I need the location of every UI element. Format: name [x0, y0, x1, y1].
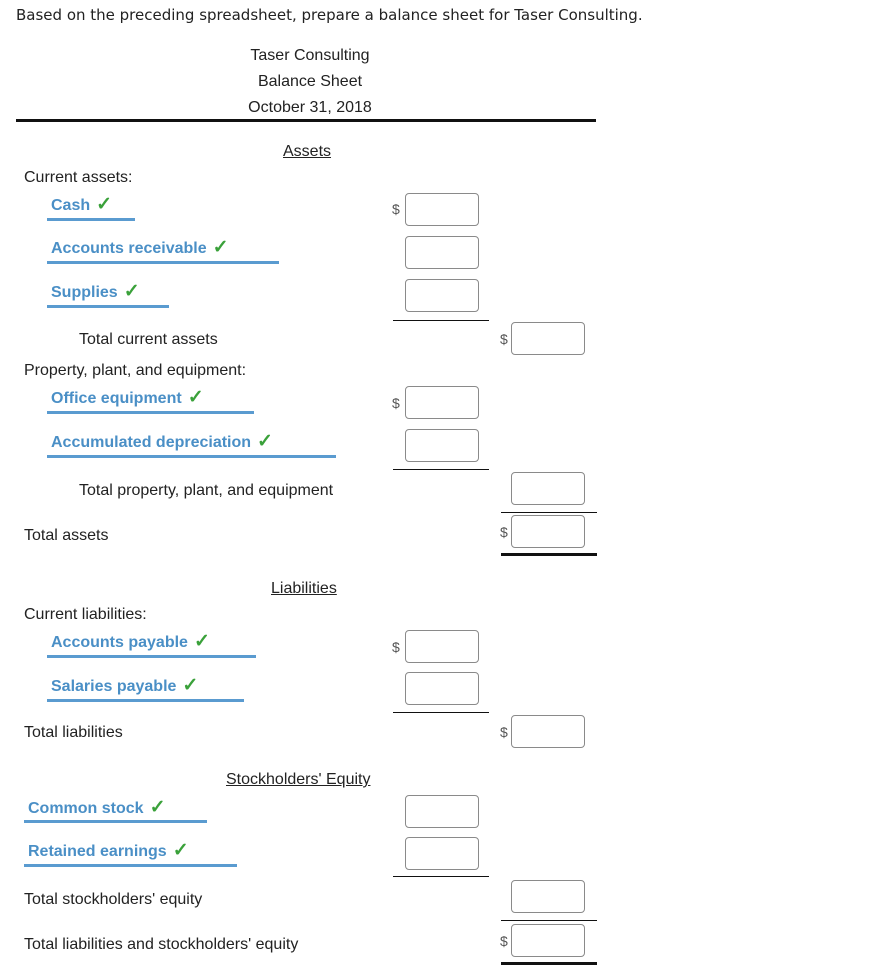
subtotal-line: [393, 712, 489, 713]
ppe-label: Property, plant, and equipment:: [24, 362, 247, 379]
account-common-stock[interactable]: Common stock✓: [28, 797, 166, 818]
common-stock-amount-input[interactable]: [405, 795, 479, 828]
check-icon: ✓: [187, 387, 204, 408]
retained-earnings-amount-input[interactable]: [405, 837, 479, 870]
account-underline: [47, 218, 135, 221]
accounts-payable-amount-input[interactable]: [405, 630, 479, 663]
dollar-sign: $: [500, 933, 508, 949]
account-underline: [24, 820, 207, 823]
subtotal-line: [393, 876, 489, 877]
account-underline: [47, 261, 279, 264]
total-liabilities-input[interactable]: [511, 715, 585, 748]
statement-date: October 31, 2018: [248, 99, 372, 116]
assets-heading: Assets: [283, 143, 332, 160]
dollar-sign: $: [500, 331, 508, 347]
total-assets-input[interactable]: [511, 515, 585, 548]
total-current-assets-input[interactable]: [511, 322, 585, 355]
account-accounts-receivable[interactable]: Accounts receivable✓: [51, 237, 229, 258]
account-accounts-payable[interactable]: Accounts payable✓: [51, 631, 210, 652]
cash-amount-input[interactable]: [405, 193, 479, 226]
account-retained-earnings[interactable]: Retained earnings✓: [28, 840, 189, 861]
header-rule: [16, 119, 596, 122]
check-icon: ✓: [182, 675, 199, 696]
total-le-label: Total liabilities and stockholders' equi…: [24, 936, 299, 953]
salaries-payable-amount-input[interactable]: [405, 672, 479, 705]
liabilities-heading: Liabilities: [271, 580, 337, 597]
account-office-equipment[interactable]: Office equipment✓: [51, 387, 204, 408]
account-underline: [47, 455, 336, 458]
check-icon: ✓: [257, 431, 273, 452]
dollar-sign: $: [392, 639, 400, 655]
current-assets-label: Current assets:: [24, 169, 133, 186]
account-underline: [47, 305, 169, 308]
total-current-assets-label: Total current assets: [79, 331, 218, 348]
total-equity-input[interactable]: [511, 880, 585, 913]
accumulated-depreciation-amount-input[interactable]: [405, 429, 479, 462]
account-underline: [24, 864, 237, 867]
subtotal-line: [393, 469, 489, 470]
double-underline: [501, 962, 597, 965]
dollar-sign: $: [392, 395, 400, 411]
account-underline: [47, 411, 254, 414]
total-le-input[interactable]: [511, 924, 585, 957]
instruction-text: Based on the preceding spreadsheet, prep…: [16, 6, 643, 24]
company-name: Taser Consulting: [250, 47, 370, 64]
dollar-sign: $: [500, 724, 508, 740]
check-icon: ✓: [172, 840, 189, 861]
supplies-amount-input[interactable]: [405, 279, 479, 312]
office-equipment-amount-input[interactable]: [405, 386, 479, 419]
total-equity-label: Total stockholders' equity: [24, 891, 203, 908]
total-liabilities-label: Total liabilities: [24, 724, 123, 741]
account-underline: [47, 655, 256, 658]
account-salaries-payable[interactable]: Salaries payable✓: [51, 675, 199, 696]
double-underline: [501, 553, 597, 556]
statement-title: Balance Sheet: [257, 73, 363, 90]
current-liabilities-label: Current liabilities:: [24, 606, 147, 623]
subtotal-line: [501, 920, 597, 921]
subtotal-line: [393, 320, 489, 321]
account-supplies[interactable]: Supplies✓: [51, 281, 140, 302]
check-icon: ✓: [193, 631, 210, 652]
check-icon: ✓: [96, 194, 113, 215]
dollar-sign: $: [392, 201, 400, 217]
total-ppe-label: Total property, plant, and equipment: [79, 482, 334, 499]
accounts-receivable-amount-input[interactable]: [405, 236, 479, 269]
check-icon: ✓: [123, 281, 140, 302]
equity-heading: Stockholders' Equity: [226, 771, 371, 788]
check-icon: ✓: [149, 797, 166, 818]
total-assets-label: Total assets: [24, 527, 109, 544]
account-cash[interactable]: Cash✓: [51, 194, 113, 215]
subtotal-line: [501, 512, 597, 513]
dollar-sign: $: [500, 524, 508, 540]
account-underline: [47, 699, 244, 702]
total-ppe-input[interactable]: [511, 472, 585, 505]
check-icon: ✓: [212, 237, 229, 258]
account-accumulated-depreciation[interactable]: Accumulated depreciation✓: [51, 431, 273, 452]
